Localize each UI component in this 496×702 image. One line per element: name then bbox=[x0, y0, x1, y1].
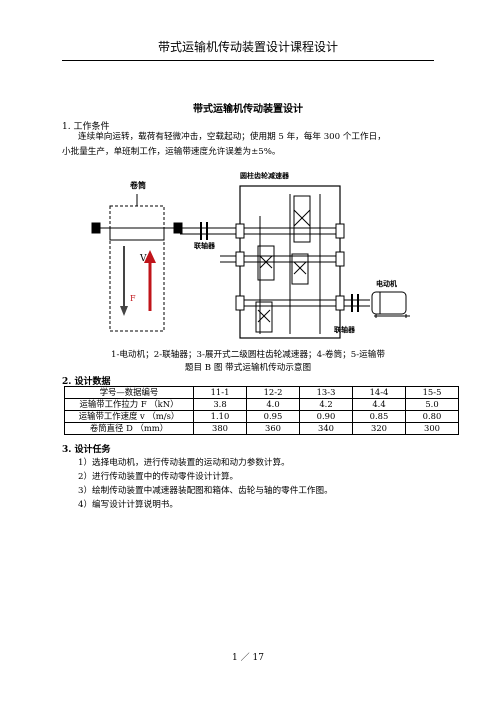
table-cell: 15-5 bbox=[405, 386, 459, 399]
table-cell: 380 bbox=[193, 422, 247, 435]
table-cell: 300 bbox=[405, 422, 459, 435]
force-arrow bbox=[144, 250, 156, 311]
table-cell: 0.90 bbox=[299, 410, 353, 423]
table-cell: 320 bbox=[352, 422, 406, 435]
table-cell: 4.0 bbox=[246, 398, 300, 411]
table-cell: 12-2 bbox=[246, 386, 300, 399]
task-item: 3）绘制传动装置中减速器装配图和箱体、齿轮与轴的零件工作图。 bbox=[78, 486, 333, 496]
table-cell: 3.8 bbox=[193, 398, 247, 411]
table-cell: 340 bbox=[299, 422, 353, 435]
transmission-diagram: V F 卷筒 联轴器 圆柱齿轮减速器 电动机 联轴器 bbox=[91, 171, 410, 339]
coupling-bottom bbox=[351, 294, 359, 312]
table-row: 卷筒直径 D （mm） 380 360 340 320 300 bbox=[64, 422, 459, 435]
table-cell: 13-3 bbox=[299, 386, 353, 399]
page-header: 带式运输机传动装置设计课程设计 bbox=[157, 40, 338, 54]
label-v: V bbox=[139, 254, 147, 264]
caption-line-2: 题目 B 图 带式运输机传动示意图 bbox=[184, 363, 312, 373]
table-cell: 学号—数据编号 bbox=[64, 386, 194, 399]
velocity-arrow bbox=[120, 246, 128, 316]
document-title: 带式运输机传动装置设计 bbox=[193, 104, 303, 115]
design-data-table: 学号—数据编号 11-1 12-2 13-3 14-4 15-5 运输带工作拉力… bbox=[64, 386, 459, 435]
section-3-heading: 3. 设计任务 bbox=[62, 445, 111, 455]
table-cell: 11-1 bbox=[193, 386, 247, 399]
table-row: 运输带工作速度 v （m/s） 1.10 0.95 0.90 0.85 0.80 bbox=[64, 410, 459, 423]
task-item: 2）进行传动装置中的传动零件设计计算。 bbox=[78, 472, 239, 482]
motor bbox=[371, 291, 410, 318]
table-cell: 4.2 bbox=[299, 398, 353, 411]
label-reducer: 圆柱齿轮减速器 bbox=[240, 171, 290, 180]
header-rule bbox=[62, 60, 434, 61]
table-cell: 0.80 bbox=[405, 410, 459, 423]
section-1-line-2: 小批量生产，单班制工作，运输带速度允许误差为±5%。 bbox=[62, 147, 281, 157]
table-cell: 运输带工作拉力 F （kN） bbox=[64, 398, 194, 411]
coupling-top bbox=[200, 222, 208, 240]
task-item: 1）选择电动机，进行传动装置的运动和动力参数计算。 bbox=[78, 458, 290, 468]
label-motor: 电动机 bbox=[376, 279, 397, 288]
table-cell: 4.4 bbox=[352, 398, 406, 411]
task-item: 4）编写设计计算说明书。 bbox=[78, 500, 178, 510]
table-cell: 卷筒直径 D （mm） bbox=[64, 422, 194, 435]
table-cell: 0.95 bbox=[246, 410, 300, 423]
section-1-line-1: 连续单向运转，载荷有轻微冲击，空载起动；使用期 5 年，每年 300 个工作日， bbox=[78, 132, 386, 142]
table-cell: 0.85 bbox=[352, 410, 406, 423]
caption-line-1: 1-电动机；2-联轴器；3-展开式二级圆柱齿轮减速器；4-卷筒；5-运输带 bbox=[111, 350, 385, 360]
table-cell: 运输带工作速度 v （m/s） bbox=[64, 410, 194, 423]
label-coupling-top: 联轴器 bbox=[194, 241, 216, 250]
reducer-housing bbox=[220, 185, 370, 339]
table-cell: 360 bbox=[246, 422, 300, 435]
table-cell: 14-4 bbox=[352, 386, 406, 399]
table-cell: 5.0 bbox=[405, 398, 459, 411]
table-row: 学号—数据编号 11-1 12-2 13-3 14-4 15-5 bbox=[64, 386, 459, 399]
section-1-heading: 1. 工作条件 bbox=[62, 122, 110, 132]
label-coupling-bottom: 联轴器 bbox=[334, 325, 356, 334]
label-f: F bbox=[130, 294, 136, 303]
label-drum: 卷筒 bbox=[129, 180, 146, 190]
section-2-heading: 2. 设计数据 bbox=[62, 377, 111, 387]
table-cell: 1.10 bbox=[193, 410, 247, 423]
page-number: 1 ／ 17 bbox=[232, 653, 264, 663]
drum bbox=[91, 194, 183, 332]
table-row: 运输带工作拉力 F （kN） 3.8 4.0 4.2 4.4 5.0 bbox=[64, 398, 459, 411]
